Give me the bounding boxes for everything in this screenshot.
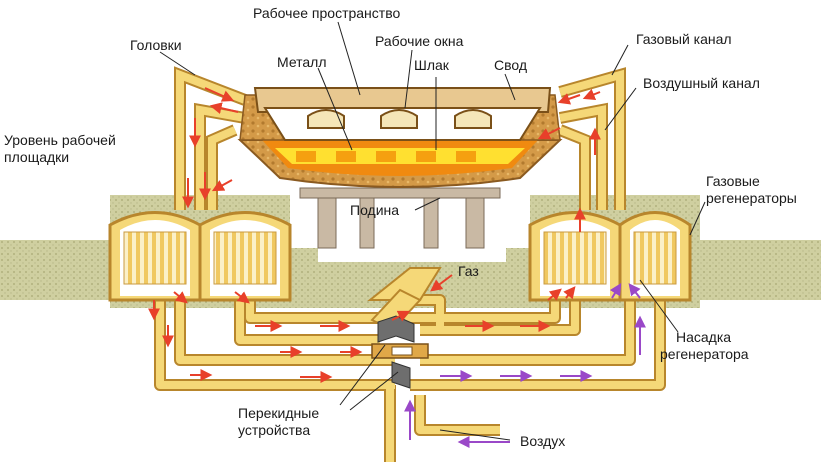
label-platform-level-2: площадки [4,149,69,165]
label-air: Воздух [520,433,565,449]
label-air-channel: Воздушный канал [643,75,760,91]
gas-regenerator-left-1 [108,211,202,302]
label-gas: Газ [458,263,479,279]
label-platform-level-1: Уровень рабочей [4,132,116,148]
hearth-bath [237,139,563,188]
label-gas-regenerators-2: регенераторы [706,190,797,206]
lower-ducts [154,294,666,462]
label-gas-channel: Газовый канал [636,31,732,47]
hearth-supports [299,187,501,249]
flow-arrows-red [148,87,601,383]
work-windows [307,109,492,129]
switching-valves [371,315,429,389]
leader-lines [159,21,706,441]
label-hearth: Подина [350,202,399,218]
flow-arrows-purple [404,282,646,448]
label-regen-packing-2: регенератора [660,346,749,362]
gas-regenerator-right-2 [618,211,692,302]
uptakes [174,66,626,210]
label-metal: Металл [277,54,327,70]
label-heads: Головки [130,37,182,53]
label-roof: Свод [494,57,527,73]
label-work-windows: Рабочие окна [375,33,464,49]
label-switching-2: устройства [238,422,310,438]
label-regen-packing-1: Насадка [676,329,731,345]
label-work-space: Рабочее пространство [253,5,400,21]
gas-regenerator-left-2 [198,211,292,302]
labels: Рабочее пространство Головки Рабочие окн… [4,5,797,449]
gas-regenerator-right-1 [528,211,622,302]
label-switching-1: Перекидные [238,405,319,421]
label-slag: Шлак [414,57,450,73]
label-gas-regenerators-1: Газовые [706,173,760,189]
